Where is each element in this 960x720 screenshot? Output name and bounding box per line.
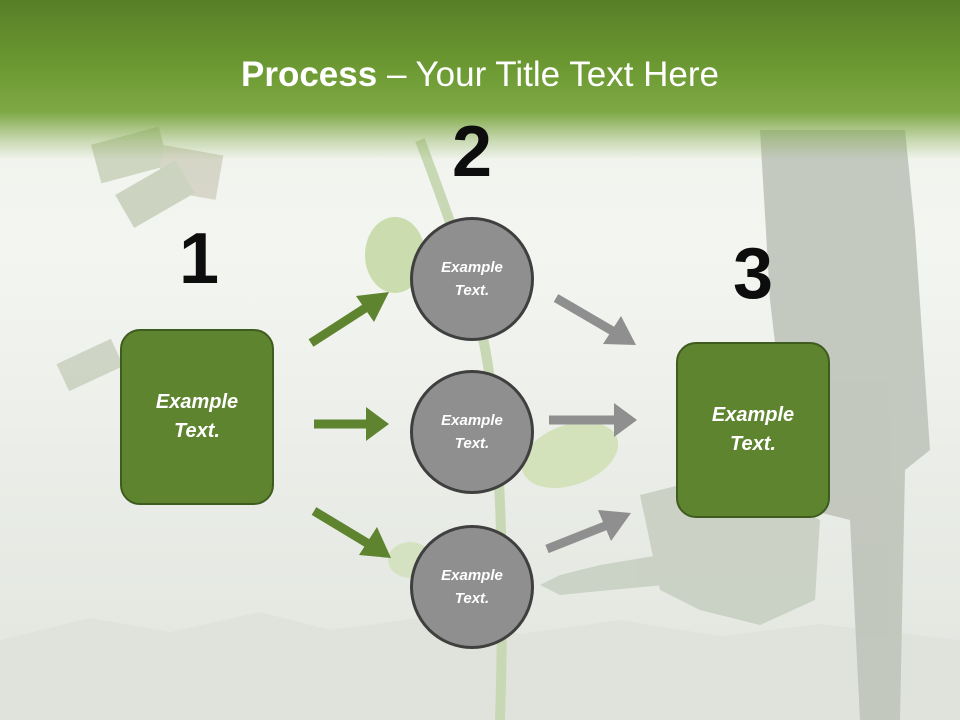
title-rest: – Your Title Text Here	[377, 55, 719, 94]
right-box-text: Example Text.	[711, 404, 795, 455]
right-box[interactable]: Example Text.	[676, 342, 830, 518]
gray-arrow-up	[545, 510, 631, 554]
gray-arrow-down	[553, 294, 636, 345]
step-number-2: 2	[451, 112, 493, 192]
green-arrow-up	[308, 292, 389, 347]
step-number-1: 1	[178, 219, 220, 299]
circle-top-text: Example Text.	[441, 259, 503, 299]
green-arrow-right	[314, 407, 389, 441]
circle-middle[interactable]: Example Text.	[410, 370, 534, 494]
circle-top[interactable]: Example Text.	[410, 217, 534, 341]
slide-title: Process – Your Title Text Here	[0, 52, 960, 98]
green-arrow-down	[311, 507, 391, 558]
circle-bottom-text: Example Text.	[441, 567, 503, 607]
circle-middle-text: Example Text.	[441, 412, 503, 452]
left-box[interactable]: Example Text.	[120, 329, 274, 505]
circle-bottom[interactable]: Example Text.	[410, 525, 534, 649]
title-bold: Process	[241, 55, 378, 94]
header-band	[0, 0, 960, 160]
gray-arrow-right	[549, 403, 637, 437]
step-number-3: 3	[732, 234, 774, 314]
left-box-text: Example Text.	[155, 391, 239, 442]
